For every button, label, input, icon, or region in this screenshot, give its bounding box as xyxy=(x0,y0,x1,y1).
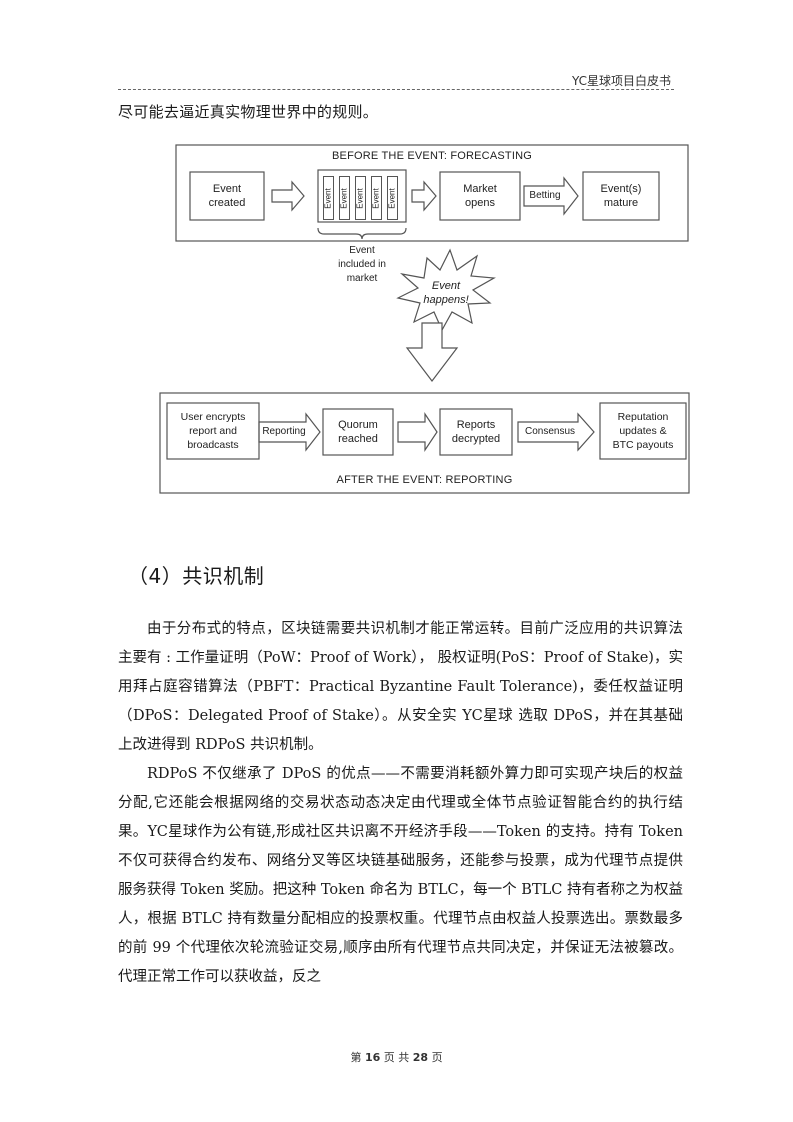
section-heading: （4）共识机制 xyxy=(128,564,265,588)
event-card: Event xyxy=(339,176,350,220)
box-event-mature xyxy=(582,171,660,221)
label-reputation: Reputation updates & BTC payouts xyxy=(612,411,674,451)
footer-prefix: 第 xyxy=(350,1051,362,1064)
arrow-2 xyxy=(411,180,437,212)
card-brace xyxy=(317,227,407,240)
arrow-reporting xyxy=(258,412,321,452)
header-rule xyxy=(118,89,674,90)
included-label: Event included in market xyxy=(338,245,386,284)
running-header: YC星球项目白皮书 xyxy=(571,74,671,88)
report-frame xyxy=(159,392,690,494)
prediction-market-figure: BEFORE THE EVENT: FORECASTING AFTER THE … xyxy=(150,138,700,500)
box-quorum xyxy=(322,408,394,456)
arrow-consensus xyxy=(517,412,595,452)
event-card: Event xyxy=(371,176,382,220)
event-card: Event xyxy=(323,176,334,220)
page-footer: 第 16 页 共 28 页 xyxy=(0,1049,793,1065)
footer-suffix: 页 xyxy=(431,1051,443,1064)
burst-label: Event happens! xyxy=(423,280,469,306)
body-text: 由于分布式的特点，区块链需要共识机制才能正常运转。目前广泛应用的共识算法主要有 … xyxy=(118,615,683,992)
box-event-created xyxy=(189,171,265,221)
label-decrypted: Reports decrypted xyxy=(451,419,501,445)
lead-line: 尽可能去逼近真实物理世界中的规则。 xyxy=(118,103,379,121)
paragraph: 由于分布式的特点，区块链需要共识机制才能正常运转。目前广泛应用的共识算法主要有 … xyxy=(118,621,683,753)
arrow-betting xyxy=(523,176,579,216)
label-market-opens: Market opens xyxy=(463,183,497,209)
label-event-mature: Event(s) mature xyxy=(600,183,642,209)
forecast-frame xyxy=(175,144,689,242)
box-reputation xyxy=(599,402,687,460)
down-arrow xyxy=(405,322,459,382)
figure-graphics xyxy=(159,144,690,494)
report-heading: AFTER THE EVENT: REPORTING xyxy=(336,474,513,486)
arrow-3 xyxy=(397,412,438,452)
box-market-opens xyxy=(439,171,521,221)
event-card: Event xyxy=(387,176,398,220)
forecast-heading: BEFORE THE EVENT: FORECASTING xyxy=(332,150,532,162)
consensus-label: Consensus xyxy=(524,426,576,437)
betting-label: Betting xyxy=(529,190,561,201)
event-card: Event xyxy=(355,176,366,220)
label-quorum: Quorum reached xyxy=(338,419,378,445)
event-card-group xyxy=(317,169,407,223)
footer-middle: 页 共 xyxy=(383,1051,410,1064)
label-event-created: Event created xyxy=(208,183,246,209)
current-page: 16 xyxy=(364,1051,381,1064)
paragraph: RDPoS 不仅继承了 DPoS 的优点——不需要消耗额外算力即可实现产块后的权… xyxy=(118,766,683,985)
arrow-1 xyxy=(271,180,305,212)
reporting-label: Reporting xyxy=(262,426,306,437)
label-user-encrypts: User encrypts report and broadcasts xyxy=(180,411,246,451)
total-pages: 28 xyxy=(412,1051,429,1064)
event-burst xyxy=(396,248,496,332)
box-decrypted xyxy=(439,408,513,456)
